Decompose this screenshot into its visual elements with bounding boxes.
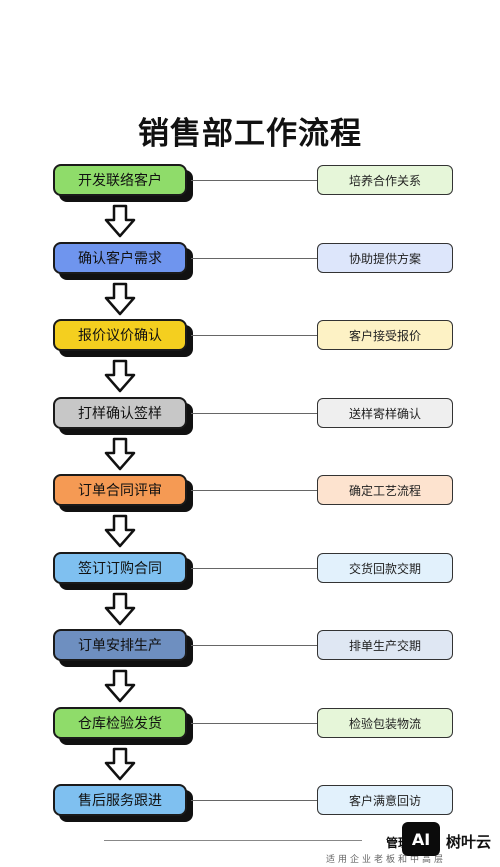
- down-arrow-icon: [104, 669, 136, 703]
- connector-line: [191, 800, 317, 801]
- step-note: 客户接受报价: [317, 320, 453, 350]
- connector-line: [191, 490, 317, 491]
- connector-line: [191, 568, 317, 569]
- step-note: 客户满意回访: [317, 785, 453, 815]
- step-box: 确认客户需求: [53, 242, 187, 274]
- down-arrow-icon: [104, 514, 136, 548]
- step-note: 交货回款交期: [317, 553, 453, 583]
- step-box: 订单安排生产: [53, 629, 187, 661]
- down-arrow-icon: [104, 204, 136, 238]
- down-arrow-icon: [104, 747, 136, 781]
- step-box: 仓库检验发货: [53, 707, 187, 739]
- step-note: 培养合作关系: [317, 165, 453, 195]
- connector-line: [191, 335, 317, 336]
- step-box: 报价议价确认: [53, 319, 187, 351]
- step-note: 协助提供方案: [317, 243, 453, 273]
- connector-line: [191, 413, 317, 414]
- down-arrow-icon: [104, 437, 136, 471]
- footer-subtitle: 适用企业老板和中高层: [326, 855, 447, 865]
- down-arrow-icon: [104, 282, 136, 316]
- step-box: 售后服务跟进: [53, 784, 187, 816]
- step-box: 打样确认签样: [53, 397, 187, 429]
- step-box: 订单合同评审: [53, 474, 187, 506]
- down-arrow-icon: [104, 359, 136, 393]
- brand-name: 树叶云: [446, 833, 492, 851]
- connector-line: [191, 258, 317, 259]
- down-arrow-icon: [104, 592, 136, 626]
- connector-line: [191, 180, 317, 181]
- connector-line: [191, 645, 317, 646]
- footer-divider: [104, 840, 362, 841]
- step-note: 送样寄样确认: [317, 398, 453, 428]
- step-box: 开发联络客户: [53, 164, 187, 196]
- ai-badge: AI: [402, 822, 440, 856]
- step-note: 检验包装物流: [317, 708, 453, 738]
- step-box: 签订订购合同: [53, 552, 187, 584]
- step-note: 确定工艺流程: [317, 475, 453, 505]
- page-title: 销售部工作流程: [138, 116, 362, 152]
- connector-line: [191, 723, 317, 724]
- step-note: 排单生产交期: [317, 630, 453, 660]
